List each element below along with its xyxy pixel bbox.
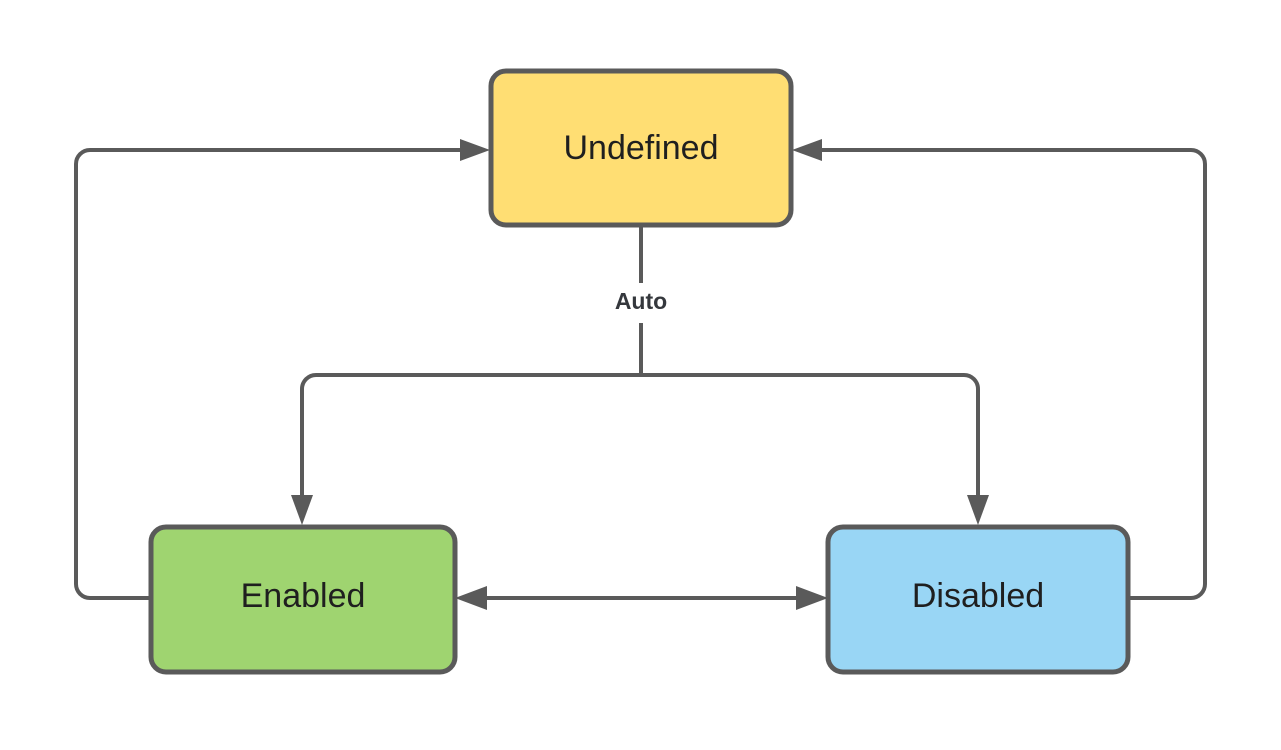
node-enabled[interactable]: Enabled [148, 524, 458, 675]
edge-enabled-disabled-arrowhead-left [455, 586, 487, 610]
node-undefined-label: Undefined [563, 129, 718, 167]
edge-label-auto-backdrop [597, 283, 685, 323]
node-disabled-shape [825, 524, 1131, 675]
edge-disabled-to-undefined[interactable] [792, 139, 1207, 600]
edge-enabled-disabled-arrowhead-right [796, 586, 828, 610]
edge-undefined-to-enabled-path [300, 373, 641, 495]
edge-undefined-to-disabled-path [641, 373, 980, 495]
node-disabled-label: Disabled [912, 577, 1044, 615]
edge-enabled-disabled-bidirectional[interactable] [455, 586, 828, 610]
node-undefined-shape [488, 68, 794, 228]
edge-undefined-to-disabled-arrowhead [967, 495, 989, 525]
node-undefined[interactable]: Undefined [488, 68, 794, 228]
edge-undefined-to-enabled[interactable] [291, 373, 641, 525]
edge-label-auto: Auto [615, 288, 667, 314]
node-enabled-label: Enabled [241, 577, 366, 615]
edge-enabled-to-undefined-path [74, 148, 462, 600]
edge-enabled-to-undefined-arrowhead [460, 139, 490, 161]
node-enabled-shape [148, 524, 458, 675]
edge-enabled-to-undefined[interactable] [74, 139, 490, 600]
edge-undefined-to-disabled[interactable] [641, 373, 989, 525]
node-disabled[interactable]: Disabled [825, 524, 1131, 675]
edge-undefined-to-enabled-arrowhead [291, 495, 313, 525]
edge-disabled-to-undefined-path [822, 148, 1207, 600]
edge-label-auto-group: Auto [597, 283, 685, 323]
edge-disabled-to-undefined-arrowhead [792, 139, 822, 161]
